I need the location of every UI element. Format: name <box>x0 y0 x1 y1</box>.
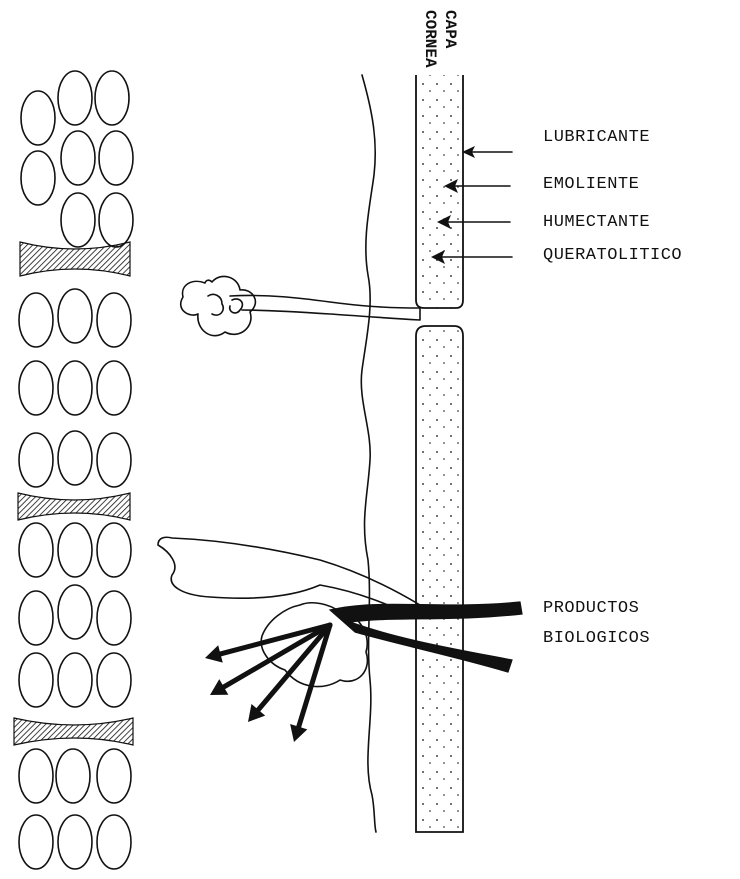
layer-label: CAPA CORNEA <box>421 10 459 68</box>
cell-6 <box>99 131 133 185</box>
label-lubricante: LUBRICANTE <box>543 128 650 147</box>
intercellular-bands <box>14 242 133 745</box>
cell-9 <box>19 293 53 347</box>
sweat-gland <box>181 276 420 335</box>
cell-30 <box>19 815 53 869</box>
hair-follicle <box>158 537 522 686</box>
cell-17 <box>97 433 131 487</box>
cell-31 <box>58 815 92 869</box>
layer-label-line-1: CAPA <box>441 10 459 49</box>
cell-26 <box>97 653 131 707</box>
cell-10 <box>58 289 92 343</box>
cell-8 <box>99 193 133 247</box>
label-biologicos: BIOLOGICOS <box>543 629 650 648</box>
label-emoliente: EMOLIENTE <box>543 175 639 194</box>
cell-4 <box>21 151 55 205</box>
cell-15 <box>19 433 53 487</box>
layer-label-line-2: CORNEA <box>421 10 439 68</box>
cell-20 <box>97 523 131 577</box>
dermal-boundary-line <box>361 75 376 832</box>
cell-27 <box>19 749 53 803</box>
cell-11 <box>97 293 131 347</box>
cell-7 <box>61 193 95 247</box>
cell-28 <box>56 749 90 803</box>
cell-16 <box>58 431 92 485</box>
cell-19 <box>58 523 92 577</box>
cell-12 <box>19 361 53 415</box>
biological-arrows <box>205 625 330 742</box>
label-humectante: HUMECTANTE <box>543 213 650 232</box>
bio-arrow-head-4 <box>290 724 307 742</box>
hatched-band-2 <box>18 493 130 520</box>
cell-5 <box>61 131 95 185</box>
cell-25 <box>58 653 92 707</box>
cell-22 <box>58 585 92 639</box>
hatched-band-3 <box>14 718 133 745</box>
cell-24 <box>19 653 53 707</box>
cell-18 <box>19 523 53 577</box>
cell-2 <box>58 71 92 125</box>
cell-21 <box>19 591 53 645</box>
cell-13 <box>58 361 92 415</box>
cell-1 <box>21 91 55 145</box>
bio-arrow-head-1 <box>205 645 223 662</box>
cell-32 <box>97 815 131 869</box>
label-queratolitico: QUERATOLITICO <box>543 246 682 265</box>
cell-23 <box>97 591 131 645</box>
label-productos: PRODUCTOS <box>543 599 639 618</box>
cell-29 <box>97 749 131 803</box>
cell-14 <box>97 361 131 415</box>
bio-arrow-shaft-1 <box>220 625 330 654</box>
cell-column <box>19 71 133 869</box>
cell-3 <box>95 71 129 125</box>
